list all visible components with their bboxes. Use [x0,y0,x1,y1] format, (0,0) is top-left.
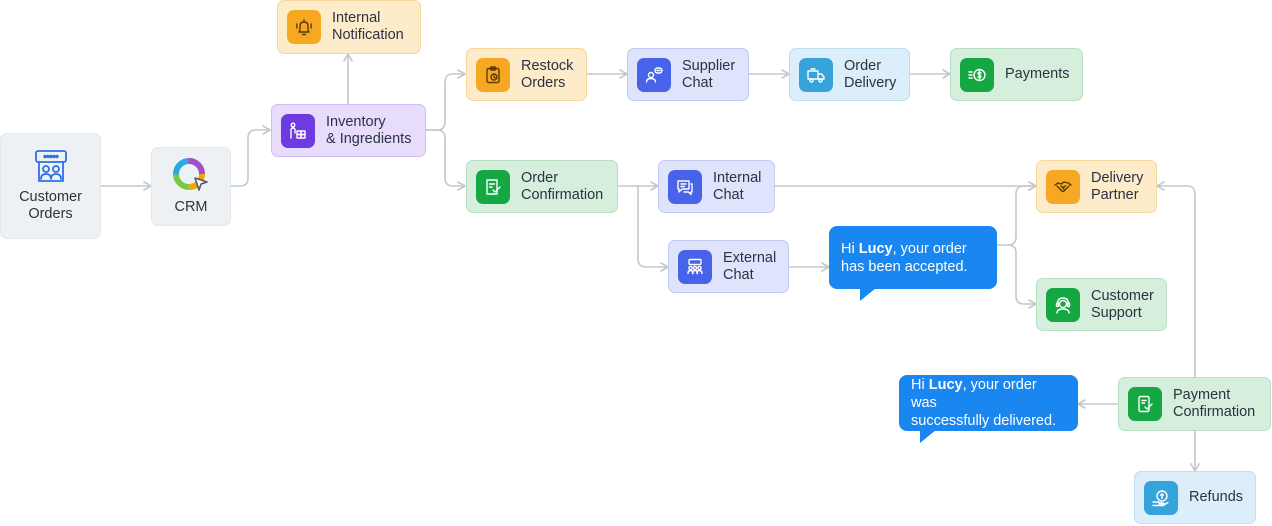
node-restock-orders[interactable]: Restock Orders [466,48,587,101]
node-delivery-partner[interactable]: Delivery Partner [1036,160,1157,213]
message-greeting: Hi [841,240,859,257]
node-label: Delivery Partner [1091,169,1144,203]
node-label: Refunds [1189,489,1244,505]
bell-icon [287,10,321,44]
storefront-icon [33,149,69,183]
message-body: , your order has been accepted. [841,240,968,275]
node-label: Supplier Chat [682,57,736,91]
phone-payment-icon [1128,387,1162,421]
node-label: Inventory & Ingredients [326,113,412,147]
inventory-icon [281,113,315,148]
node-inventory[interactable]: Inventory & Ingredients [271,104,426,157]
edge-crm-inventory [230,125,271,187]
node-label: Customer Orders [19,189,82,222]
refund-icon [1144,480,1178,515]
node-label: Order Delivery [844,57,897,91]
bubble-tail [920,430,936,443]
bubble-tail [860,288,876,301]
receipt-check-icon [476,169,510,204]
edge-payment-delivery-partner [1156,181,1196,378]
money-icon [960,57,994,92]
node-label: CRM [174,199,208,215]
node-payment-confirmation[interactable]: Payment Confirmation [1118,377,1271,431]
edge-bubble-delivery-partner [996,181,1037,246]
node-order-confirmation[interactable]: Order Confirmation [466,160,618,213]
message-body: , your order was successfully delivered. [911,377,1057,429]
delivery-truck-icon [799,57,833,92]
message-text: Hi Lucy, your order has been accepted. [841,240,968,276]
node-label: Internal Notification [332,10,404,43]
headset-icon [1046,287,1080,322]
edge-bubble-customer-support [1007,244,1037,309]
message-text: Hi Lucy, your order was successfully del… [911,376,1066,430]
node-internal-notification[interactable]: Internal Notification [277,0,421,54]
user-chat-icon [637,57,671,92]
node-label: Customer Support [1091,287,1154,321]
node-customer-support[interactable]: Customer Support [1036,278,1167,331]
node-label: Payment Confirmation [1173,387,1256,420]
message-bubble-accepted: Hi Lucy, your order has been accepted. [829,226,997,301]
edge-inventory-order-confirmation [425,129,466,191]
node-label: Restock Orders [521,57,574,91]
clipboard-icon [476,57,510,92]
customer-name: Lucy [858,240,893,257]
edge-confirmation-external-chat [637,185,669,272]
chat-icon [668,169,702,204]
crm-logo-icon [171,157,211,193]
node-label: External Chat [723,249,777,283]
message-greeting: Hi [911,377,929,393]
node-customer-orders[interactable]: Customer Orders [0,133,101,239]
group-icon [678,249,712,284]
node-label: Payments [1005,66,1070,82]
node-supplier-chat[interactable]: Supplier Chat [627,48,749,101]
handshake-icon [1046,169,1080,204]
node-crm[interactable]: CRM [151,147,231,226]
node-external-chat[interactable]: External Chat [668,240,789,293]
node-payments[interactable]: Payments [950,48,1083,101]
node-label: Internal Chat [713,169,762,203]
node-order-delivery[interactable]: Order Delivery [789,48,910,101]
edge-inventory-restock [425,69,466,131]
node-label: Order Confirmation [521,169,604,203]
node-refunds[interactable]: Refunds [1134,471,1256,524]
message-bubble-delivered: Hi Lucy, your order was successfully del… [899,375,1078,443]
node-internal-chat[interactable]: Internal Chat [658,160,775,213]
customer-name: Lucy [928,377,963,393]
